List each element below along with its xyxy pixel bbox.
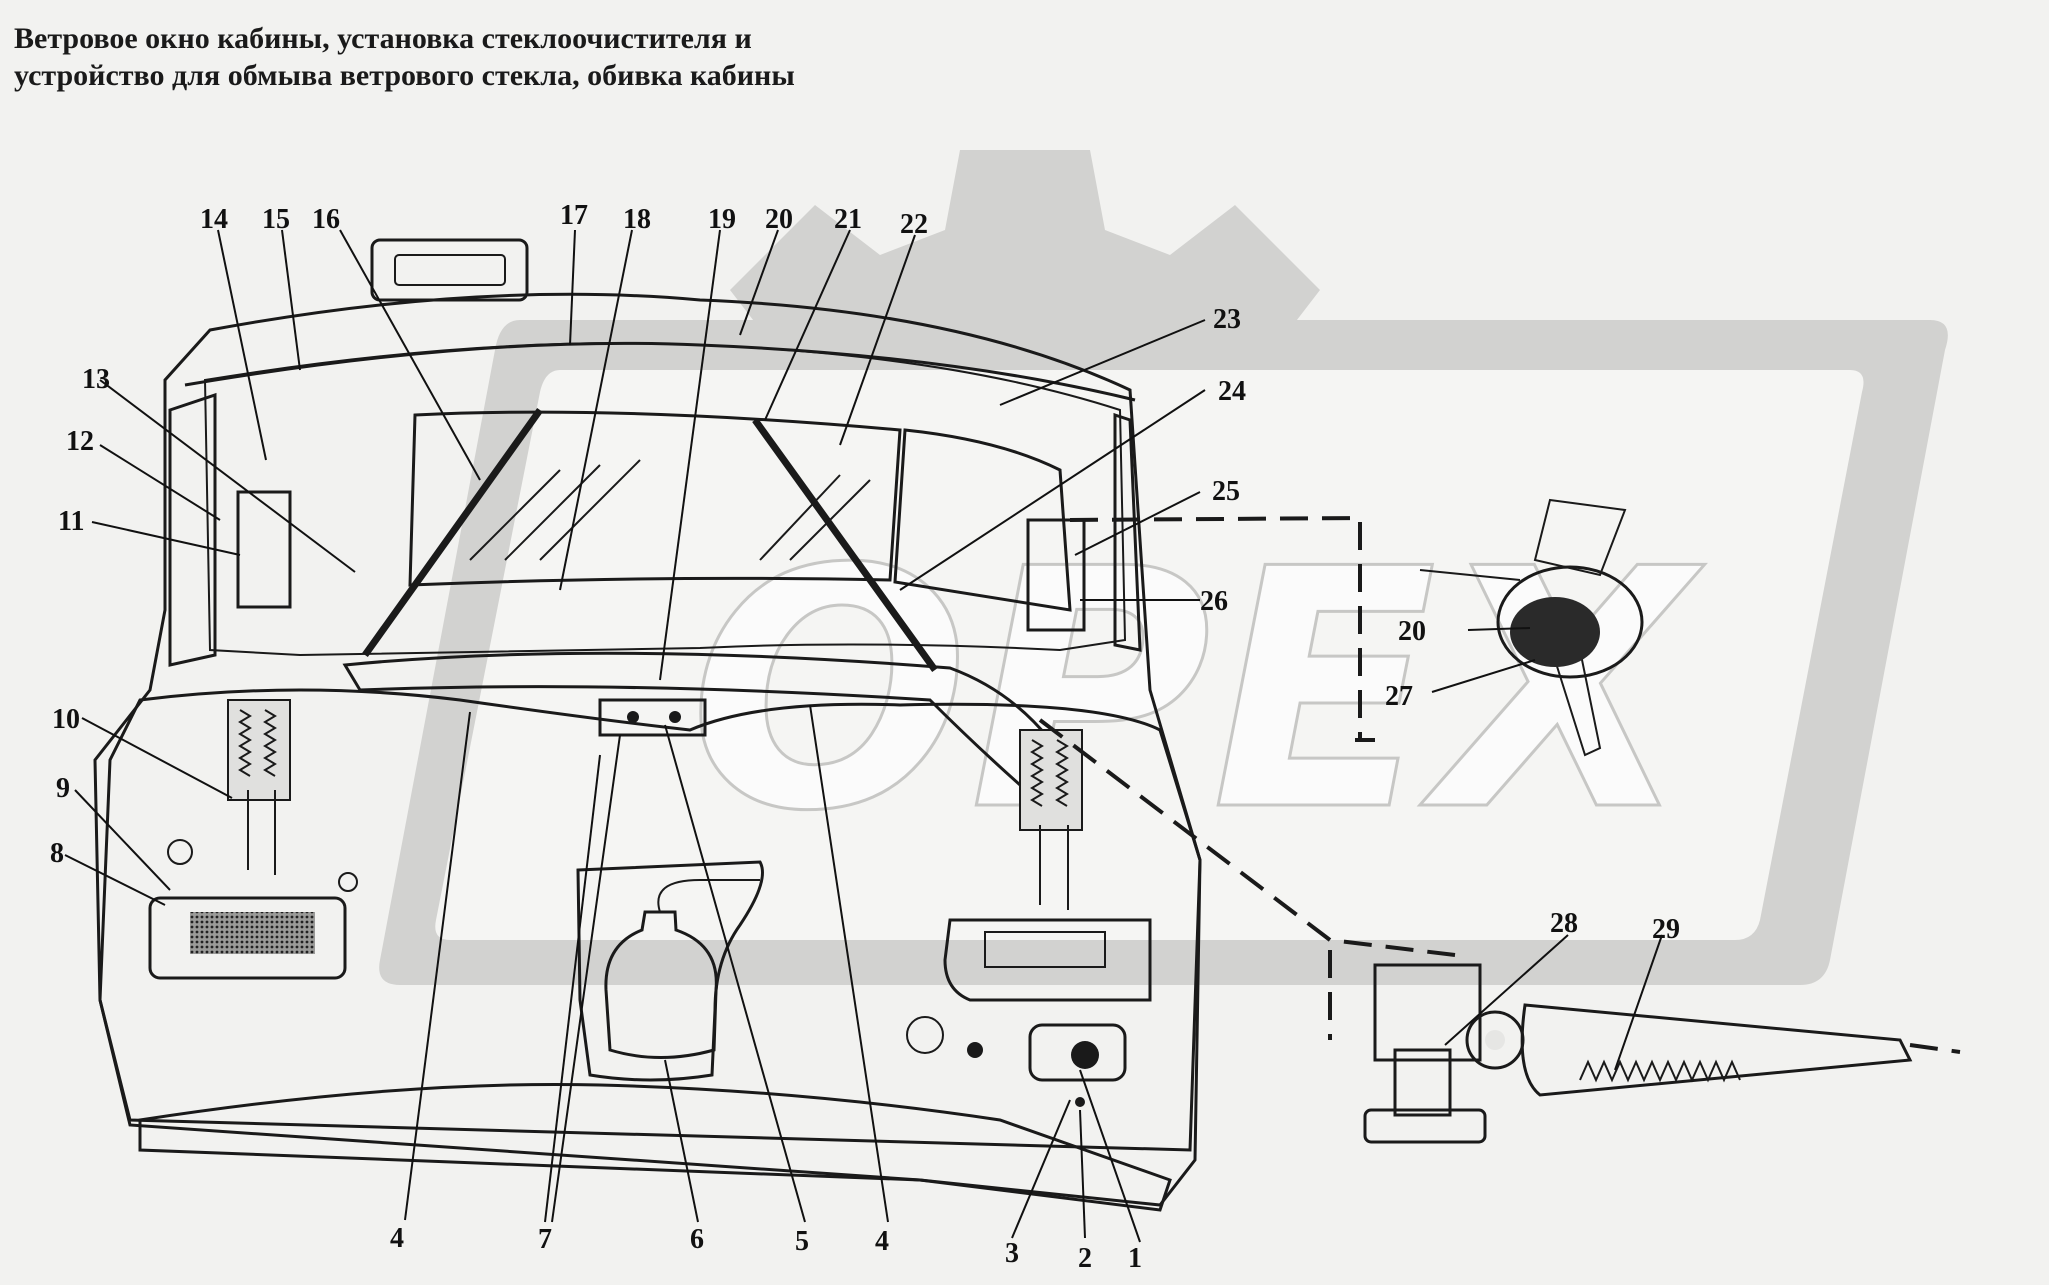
callout-5: 5 <box>795 1226 809 1257</box>
seal-section-detail <box>1419 498 1644 757</box>
callout-14: 14 <box>200 204 228 235</box>
pump-screw <box>1075 1097 1085 1107</box>
windshield-glass-right <box>893 428 1072 612</box>
callout-12: 12 <box>66 426 94 457</box>
left-knob <box>167 839 193 865</box>
callout-13: 13 <box>82 364 110 395</box>
callout-25: 25 <box>1212 476 1240 507</box>
callout-6: 6 <box>690 1224 704 1255</box>
callout-2: 2 <box>1078 1243 1092 1274</box>
callout-11: 11 <box>58 506 84 537</box>
callout-9: 9 <box>56 773 70 804</box>
drain-bolt <box>967 1042 983 1058</box>
left-springs <box>227 699 291 875</box>
callout-19: 19 <box>708 204 736 235</box>
left-air-vent-grille <box>190 912 315 954</box>
roof-handle-grip <box>394 254 506 286</box>
bracket-bolt-1 <box>627 711 639 723</box>
callout-8: 8 <box>50 838 64 869</box>
right-wiper-blade <box>752 417 938 673</box>
callout-1: 1 <box>1128 1243 1142 1274</box>
right-vent-panel <box>1026 518 1086 632</box>
callout-24: 24 <box>1218 376 1246 407</box>
right-air-vent <box>943 918 1152 1002</box>
glass-reflections <box>469 459 871 561</box>
callout-4b: 4 <box>875 1226 889 1257</box>
right-springs <box>1019 729 1083 910</box>
callout-21: 21 <box>834 204 862 235</box>
crank-pin <box>1485 1030 1505 1050</box>
left-screw <box>338 872 358 892</box>
callout-27: 27 <box>1385 681 1413 712</box>
wiper-spring-detail <box>1363 963 1961 1144</box>
watermark-logo: ОРЕХ <box>379 150 1948 985</box>
callout-labels: 1 2 3 4 4 5 6 7 8 9 10 11 12 13 14 15 16… <box>50 200 1680 1274</box>
callout-26: 26 <box>1200 586 1228 617</box>
callout-10: 10 <box>52 704 80 735</box>
washer-pump-cap <box>1071 1041 1099 1069</box>
callout-4a: 4 <box>390 1223 404 1254</box>
washer-reservoir <box>604 910 718 1059</box>
watermark-text: ОРЕХ <box>689 499 1705 883</box>
wiper-arm-lever <box>1520 1003 1913 1097</box>
seal-profile <box>1496 565 1644 679</box>
detail-connector-lines <box>1038 515 1456 1040</box>
right-side-window <box>1113 412 1142 652</box>
motor-shaft <box>1393 1048 1452 1117</box>
callout-15: 15 <box>262 204 290 235</box>
seal-panel-edge <box>1419 569 1521 581</box>
left-vent-panel <box>236 490 292 609</box>
left-wiper-blade <box>362 407 543 658</box>
floor-sill <box>138 1082 1172 1212</box>
washer-pump <box>1028 1023 1127 1082</box>
connector-lower <box>1038 718 1456 1040</box>
title-line-1: Ветровое окно кабины, установка стеклооч… <box>14 22 752 55</box>
wiper-motor-bracket <box>598 698 707 737</box>
callout-17: 17 <box>560 200 588 231</box>
callout-23: 23 <box>1213 304 1241 335</box>
callout-20a: 20 <box>765 204 793 235</box>
seal-core <box>1510 597 1600 667</box>
cab-body <box>93 238 1202 1212</box>
watermark-badge-inner <box>435 370 1864 940</box>
windshield-glass <box>408 410 902 587</box>
right-air-vent-opening <box>984 931 1106 968</box>
diagram-title: Ветровое окно кабины, установка стеклооч… <box>14 20 795 94</box>
instrument-panel <box>98 688 1202 1152</box>
callout-18: 18 <box>623 204 651 235</box>
tension-spring <box>1579 1059 1741 1083</box>
arm-continuation <box>1909 1043 1961 1054</box>
motor-base-nut <box>1363 1108 1487 1144</box>
title-line-2: устройство для обмыва ветрового стекла, … <box>14 59 795 92</box>
left-air-vent <box>148 896 347 980</box>
callout-7: 7 <box>538 1224 552 1255</box>
washer-hose <box>657 879 760 913</box>
bracket-bolt-2 <box>669 711 681 723</box>
seal-glass-fragment <box>1533 498 1627 577</box>
callout-20b: 20 <box>1398 616 1426 647</box>
left-side-window <box>168 392 217 667</box>
callout-28: 28 <box>1550 908 1578 939</box>
callout-16: 16 <box>312 204 340 235</box>
callout-22: 22 <box>900 209 928 240</box>
callout-3: 3 <box>1005 1238 1019 1269</box>
connector-upper <box>1069 515 1375 742</box>
callout-29: 29 <box>1652 914 1680 945</box>
leader-lines <box>64 229 1663 1243</box>
windshield-seal <box>184 341 1136 402</box>
drain-fitting <box>906 1016 944 1054</box>
